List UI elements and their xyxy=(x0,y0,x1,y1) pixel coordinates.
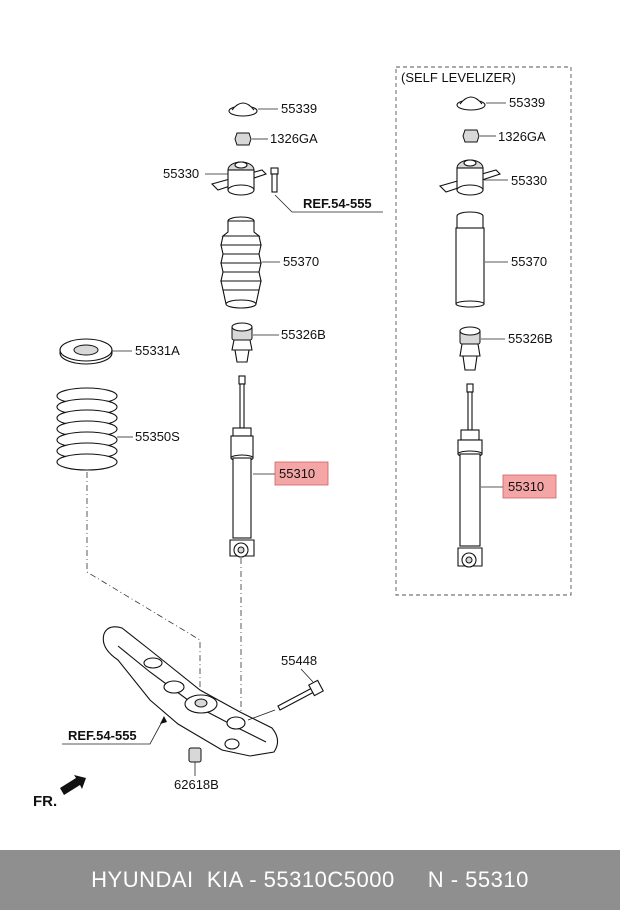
self-levelizer-box xyxy=(395,66,572,596)
part-55370-left: 55370 xyxy=(220,216,319,309)
part-55339-right: 55339 xyxy=(456,95,545,111)
svg-text:1326GA: 1326GA xyxy=(270,131,318,146)
svg-text:55448: 55448 xyxy=(281,653,317,668)
svg-text:55339: 55339 xyxy=(281,101,317,116)
part-55448: 55448 xyxy=(247,653,324,721)
part-55330-left: 55330 xyxy=(163,161,268,196)
mount-bolt-left: REF.54-555 xyxy=(270,167,383,213)
svg-text:FR.: FR. xyxy=(33,793,57,810)
part-55350S: 55350S xyxy=(56,387,180,471)
svg-text:REF.54-555: REF.54-555 xyxy=(303,196,372,211)
part-62618B: 62618B xyxy=(174,747,219,792)
svg-text:62618B: 62618B xyxy=(174,777,219,792)
part-55331A: 55331A xyxy=(59,338,180,365)
svg-text:55326B: 55326B xyxy=(281,327,326,342)
part-55326B-right: 55326B xyxy=(459,326,553,371)
svg-text:55330: 55330 xyxy=(163,166,199,181)
lower-control-arm xyxy=(102,626,279,757)
svg-text:55326B: 55326B xyxy=(508,331,553,346)
part-55370-right: 55370 xyxy=(455,211,547,308)
svg-text:1326GA: 1326GA xyxy=(498,129,546,144)
svg-text:55331A: 55331A xyxy=(135,343,180,358)
part-55326B-left: 55326B xyxy=(231,322,326,363)
part-1326GA-left: 1326GA xyxy=(234,131,318,146)
exploded-parts-diagram: (SELF LEVELIZER) 55339 1326GA 55330 REF.… xyxy=(33,66,572,810)
svg-text:55350S: 55350S xyxy=(135,429,180,444)
ref-label-lower: REF.54-555 xyxy=(62,716,167,745)
spring-alignment-line xyxy=(86,472,201,700)
part-55310-left xyxy=(229,375,275,558)
part-55339-left: 55339 xyxy=(228,101,317,117)
front-direction-indicator: FR. xyxy=(33,775,86,810)
label-55310-left: 55310 xyxy=(279,466,315,481)
highlight-55310-left xyxy=(274,461,329,486)
svg-text:55370: 55370 xyxy=(283,254,319,269)
part-1326GA-right: 1326GA xyxy=(462,129,546,144)
svg-text:55339: 55339 xyxy=(509,95,545,110)
highlight-55310-right xyxy=(502,474,557,499)
part-55310-right xyxy=(457,383,503,568)
self-levelizer-label: (SELF LEVELIZER) xyxy=(401,70,516,85)
part-55330-right: 55330 xyxy=(438,159,547,196)
part-number-footer: HYUNDAI KIA - 55310C5000 N - 55310 xyxy=(0,850,620,910)
svg-text:55330: 55330 xyxy=(511,173,547,188)
svg-text:55370: 55370 xyxy=(511,254,547,269)
svg-text:REF.54-555: REF.54-555 xyxy=(68,728,137,743)
label-55310-right: 55310 xyxy=(508,479,544,494)
